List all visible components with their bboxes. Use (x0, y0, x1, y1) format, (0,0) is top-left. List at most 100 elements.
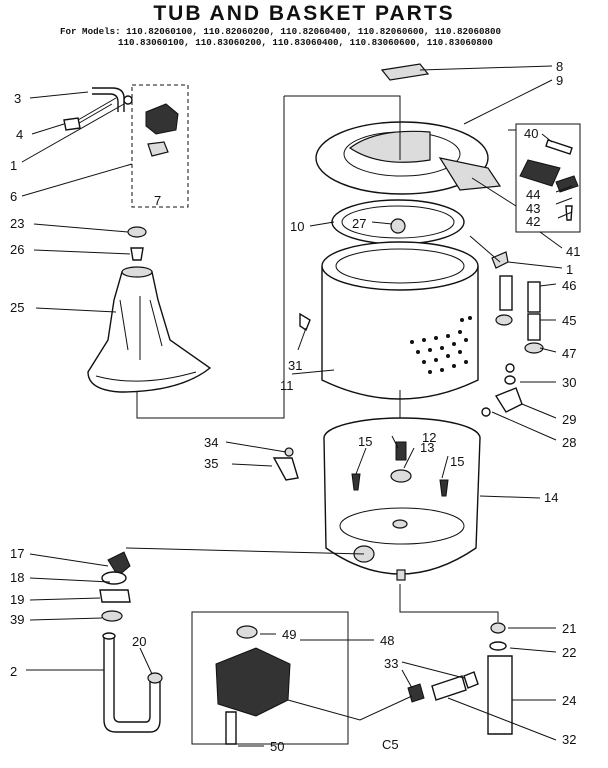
callout-label-26: 26 (10, 242, 24, 257)
callout-label-7: 7 (154, 193, 161, 208)
connector-line (136, 96, 285, 419)
leader-lines (21, 65, 573, 747)
callout-label-14: 14 (544, 490, 558, 505)
part-1-right (491, 251, 509, 269)
callout-label-29: 29 (562, 412, 576, 427)
callout-label-22: 22 (562, 645, 576, 660)
connector-line (469, 235, 501, 263)
callout-label-24: 24 (562, 693, 576, 708)
clamp-part-33a (407, 683, 425, 703)
callout-label-32: 32 (562, 732, 576, 747)
callout-label-3: 3 (14, 91, 21, 106)
hatch-part (380, 63, 430, 81)
part-50 (225, 711, 237, 745)
callout-label-15a: 15 (358, 434, 372, 449)
callout-label-25: 25 (10, 300, 24, 315)
part-45a (495, 314, 513, 326)
grommet-part (123, 95, 133, 105)
part-29 (494, 387, 523, 413)
part-47 (524, 342, 544, 354)
part-46a (499, 275, 513, 311)
seal-part-12 (395, 441, 407, 461)
part-44 (519, 159, 561, 187)
dispenser-pad (147, 141, 169, 157)
callout-label-33: 33 (384, 656, 398, 671)
callout-label-35: 35 (204, 456, 218, 471)
callout-label-21: 21 (562, 621, 576, 636)
connector-line (287, 695, 413, 721)
part-30a (505, 363, 515, 373)
basket-part (321, 241, 479, 400)
callout-label-41: 41 (566, 244, 580, 259)
part-45b (527, 313, 541, 341)
model-list-line-2: 110.83060100, 110.83060200, 110.83060400… (118, 37, 493, 48)
pump-part-17 (101, 551, 131, 585)
dashed-group-box (131, 84, 189, 208)
part-28 (481, 407, 491, 417)
callout-label-42: 42 (526, 214, 540, 229)
part-40 (545, 139, 573, 155)
callout-label-10: 10 (290, 219, 304, 234)
outer-tub-part (323, 417, 481, 581)
seal-part-13 (390, 469, 412, 483)
agitator-bolt-part (130, 247, 144, 261)
hose-part-2 (102, 632, 161, 733)
callout-label-39: 39 (10, 612, 24, 627)
clip-part (63, 117, 81, 131)
connector-line (284, 95, 401, 160)
pipe-part-32 (431, 675, 467, 701)
part-49 (236, 625, 258, 639)
model-list-line-1: For Models: 110.82060100, 110.82060200, … (60, 26, 502, 37)
callout-label-18: 18 (10, 570, 24, 585)
callout-label-50: 50 (270, 739, 284, 754)
agitator-cap-part (127, 226, 147, 238)
callout-label-2: 2 (10, 664, 17, 679)
callout-label-6: 6 (10, 189, 17, 204)
callout-label-28: 28 (562, 435, 576, 450)
callout-label-46: 46 (562, 278, 576, 293)
callout-label-23: 23 (10, 216, 24, 231)
tub-cover-part (315, 121, 502, 195)
bolt-part-15a (351, 473, 361, 491)
parts-box-41 (515, 123, 581, 233)
callout-label-27: 27 (352, 216, 366, 231)
clamp-part-33b (463, 671, 479, 689)
callout-label-17: 17 (10, 546, 24, 561)
connector-line (125, 547, 365, 555)
callout-label-15b: 15 (450, 454, 464, 469)
callout-label-12: 12 (422, 430, 436, 445)
part-21 (490, 622, 506, 634)
part-46b (527, 281, 541, 313)
screw-part-34 (284, 447, 294, 457)
clip-part-31 (299, 312, 311, 332)
diagram-title: TUB AND BASKET PARTS (153, 2, 455, 25)
hose-part (73, 87, 125, 127)
callout-label-1: 1 (10, 158, 17, 173)
callout-label-44: 44 (526, 187, 540, 202)
clamp-part-20 (147, 672, 163, 684)
nut-part (390, 218, 406, 234)
callout-label-11: 11 (280, 378, 294, 393)
callout-label-40: 40 (524, 126, 538, 141)
callout-label-1b: 1 (566, 262, 573, 277)
bracket-part-35 (272, 457, 299, 481)
connector-line (399, 584, 499, 622)
callout-label-43: 43 (526, 201, 540, 216)
callout-label-48: 48 (380, 633, 394, 648)
callout-label-47: 47 (562, 346, 576, 361)
bolt-part-15b (439, 479, 449, 497)
gearcase-part (215, 647, 291, 717)
page-code: C5 (382, 737, 399, 752)
dispenser-part (145, 103, 179, 135)
callout-label-20: 20 (132, 634, 146, 649)
pump-body-24 (487, 655, 513, 735)
part-19 (99, 589, 131, 603)
callout-label-30: 30 (562, 375, 576, 390)
connector-line (471, 177, 517, 207)
callout-label-49: 49 (282, 627, 296, 642)
callout-label-4: 4 (16, 127, 23, 142)
callout-label-19: 19 (10, 592, 24, 607)
part-22 (489, 641, 507, 651)
agitator-part (87, 226, 212, 393)
